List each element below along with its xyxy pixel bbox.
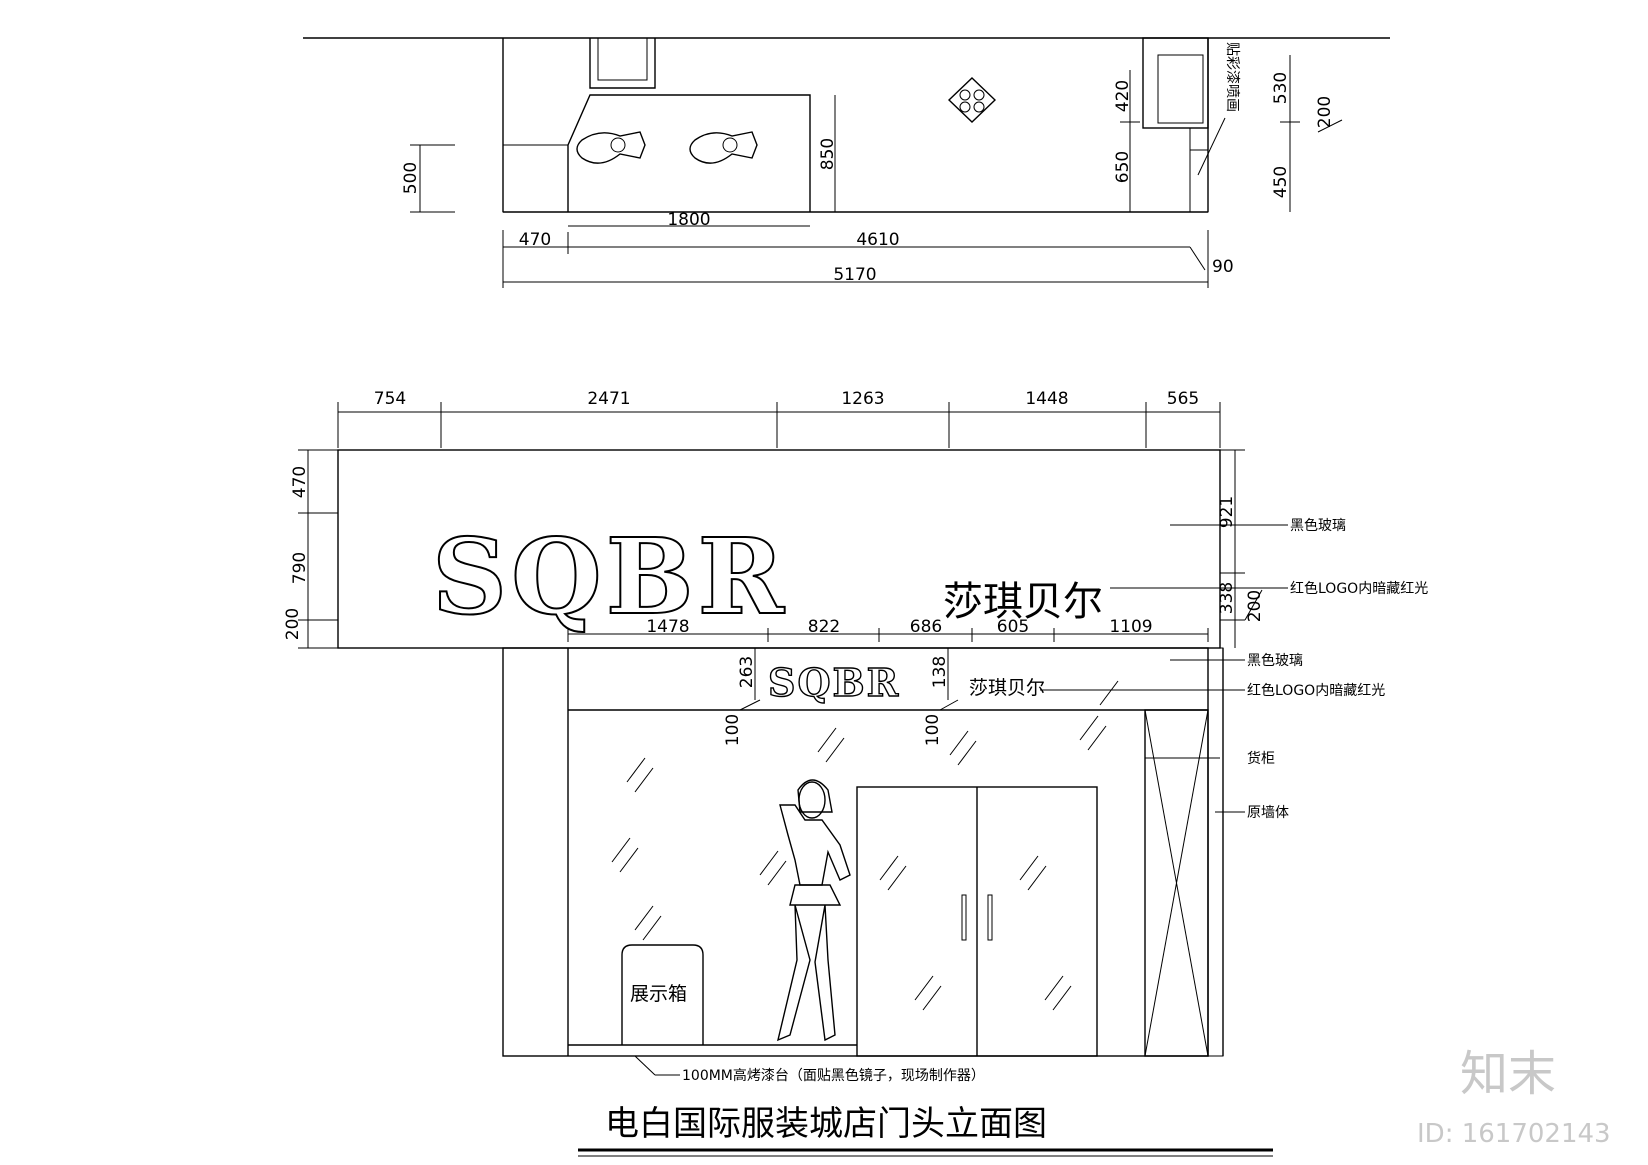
- plan-note-leader: [1197, 117, 1226, 176]
- signboard-brand-cn: 莎琪贝尔: [943, 579, 1103, 625]
- shelf-cabinet: [1144, 709, 1209, 1057]
- dim-90-leader: [1189, 246, 1206, 271]
- plan-counter: [567, 94, 811, 212]
- note-red-logo-2: 红色LOGO内暗藏红光: [1247, 682, 1385, 699]
- note-black-glass-2: 黑色玻璃: [1247, 652, 1303, 669]
- dim-1263: 1263: [841, 389, 884, 409]
- dim-1109: 1109: [1109, 617, 1152, 637]
- plan-right-box-hatch: [1157, 54, 1204, 124]
- shelf-cabinet-diag-2: [1144, 709, 1209, 1057]
- door-handle-left: [961, 894, 967, 941]
- dim-chain-lower-ticks: [567, 628, 1209, 642]
- dim-200-sign-left: 200: [283, 608, 303, 640]
- dim-138: 138: [930, 656, 950, 688]
- plan-right-box: [1142, 37, 1209, 129]
- dim-1448: 1448: [1025, 389, 1068, 409]
- watermark-id: ID: 161702143: [1417, 1119, 1611, 1149]
- dim-200-plan: 200: [1315, 96, 1335, 128]
- note-platform: 100MM高烤漆台（面贴黑色镜子，现场制作器）: [682, 1067, 985, 1084]
- note-red-logo-1: 红色LOGO内暗藏红光: [1290, 580, 1428, 597]
- dim-100-right: 100: [923, 714, 943, 746]
- dim-200-sign-right-leader: [1244, 589, 1263, 621]
- display-box: [621, 944, 704, 1045]
- dim-1478: 1478: [646, 617, 689, 637]
- plan-chair-2: [689, 131, 758, 164]
- dim-100-left: 100: [723, 714, 743, 746]
- dim-565: 565: [1167, 389, 1199, 409]
- dim-850: 850: [818, 138, 838, 170]
- mannequin: [777, 779, 851, 1042]
- dim-921: 921: [1217, 496, 1237, 528]
- dim-200-sign-right: 200: [1245, 590, 1265, 622]
- plan-decor-diamond: [947, 77, 997, 123]
- dim-470-plan: 470: [519, 230, 551, 250]
- display-box-label: 展示箱: [630, 983, 687, 1005]
- note-black-glass-1: 黑色玻璃: [1290, 517, 1346, 534]
- dim-90: 90: [1212, 257, 1234, 277]
- note-shelf: 货柜: [1247, 750, 1275, 767]
- right-wall-hatch: [1207, 647, 1224, 1057]
- dim-822: 822: [808, 617, 840, 637]
- dim-470-sign: 470: [290, 466, 310, 498]
- dim-2471: 2471: [587, 389, 630, 409]
- dim-4610: 4610: [856, 230, 899, 250]
- dim-1800: 1800: [667, 210, 710, 230]
- band-logo: SQBR: [768, 660, 900, 705]
- dim-263: 263: [737, 656, 757, 688]
- plan-view: 850 420 650 贴彩漆喷画 530 200 450 500 1800 4…: [303, 37, 1390, 288]
- left-wall-hatch: [502, 647, 569, 1057]
- plan-column-hatch: [502, 144, 569, 213]
- dim-790: 790: [290, 552, 310, 584]
- dim-754: 754: [374, 389, 406, 409]
- dim-100-left-leader: [739, 699, 761, 711]
- glass-reflections: [611, 680, 1119, 1011]
- dim-530: 530: [1271, 72, 1291, 104]
- door-handle-right: [987, 894, 993, 941]
- dim-338: 338: [1217, 582, 1237, 614]
- note-wall: 原墙体: [1247, 805, 1289, 821]
- dim-sign-left-ticks: [298, 449, 338, 649]
- watermark-logo: 知末: [1460, 1046, 1556, 1102]
- dim-200-plan-leader: [1317, 119, 1343, 133]
- leader-platform-1: [634, 1055, 656, 1076]
- elevation-view: 754 2471 1263 1448 565 SQBR 莎琪贝尔 470 790…: [283, 389, 1428, 1084]
- plan-note-vertical: 贴彩漆喷画: [1224, 42, 1240, 112]
- dim-650: 650: [1113, 151, 1133, 183]
- dim-sign-right-ticks: [1220, 449, 1245, 621]
- dim-500: 500: [401, 162, 421, 194]
- dim-686: 686: [910, 617, 942, 637]
- plan-niche: [589, 38, 656, 89]
- drawing-title: 电白国际服装城店门头立面图: [605, 1104, 1047, 1144]
- dim-605: 605: [997, 617, 1029, 637]
- plan-niche-inner: [597, 38, 648, 81]
- dim-450: 450: [1271, 166, 1291, 198]
- signboard-logo: SQBR: [432, 515, 788, 638]
- dim-5170: 5170: [833, 265, 876, 285]
- band-brand-cn: 莎琪贝尔: [969, 677, 1045, 699]
- plan-chair-1: [576, 131, 646, 164]
- dim-420: 420: [1113, 80, 1133, 112]
- dim-100-right-leader: [939, 699, 959, 711]
- dim-chain-top-ticks: [337, 402, 1221, 448]
- storefront: [502, 647, 1209, 1057]
